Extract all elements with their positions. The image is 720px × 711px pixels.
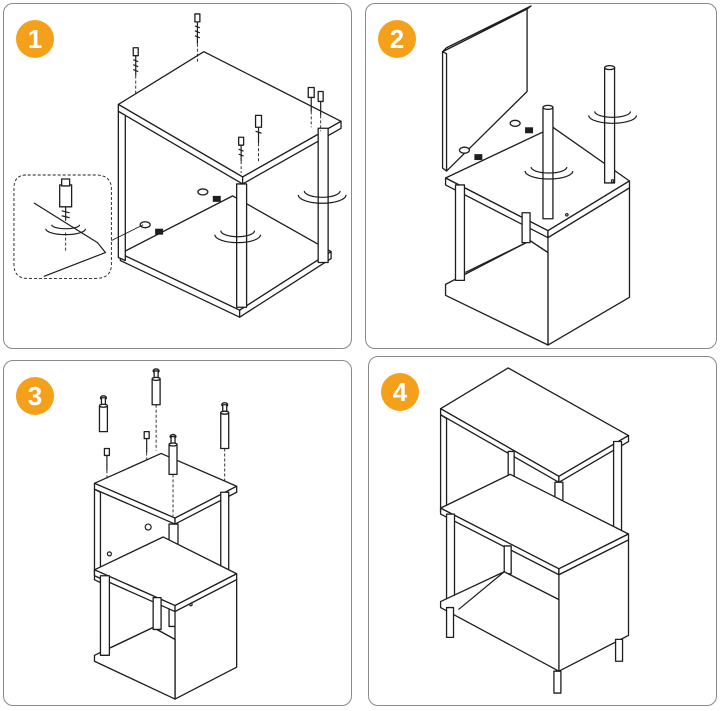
pillar: [508, 451, 514, 476]
detail-bolt: [60, 185, 72, 207]
top-board: [441, 368, 629, 476]
step-4-illustration: [369, 357, 716, 705]
post: [605, 68, 615, 183]
step-3-badge: 3: [16, 377, 54, 415]
step-4-panel: 4: [368, 356, 717, 706]
ring-clip: [298, 195, 346, 203]
detail-callout: [14, 175, 111, 278]
screw: [144, 432, 149, 461]
screw: [256, 115, 262, 163]
top-board: [118, 52, 341, 177]
screw: [239, 137, 244, 173]
step-2-badge: 2: [378, 20, 416, 58]
pillar: [455, 185, 464, 280]
pillar: [614, 442, 622, 536]
pillar: [237, 184, 247, 307]
pillar: [100, 576, 109, 656]
pillar: [221, 492, 229, 577]
bottom-board: [441, 572, 559, 671]
screw: [195, 14, 200, 62]
leg: [616, 639, 623, 661]
post: [543, 107, 553, 218]
step-3-panel: 3: [3, 360, 352, 706]
step-1-illustration: [4, 4, 351, 348]
pillar: [504, 546, 511, 574]
step-4-badge: 4: [381, 373, 419, 411]
step-1-badge: 1: [16, 20, 54, 58]
step-3-illustration: [4, 361, 351, 705]
screw: [104, 448, 109, 480]
bottom-board: [120, 196, 331, 310]
cam-lock: [140, 222, 164, 235]
cam-lock: [459, 147, 483, 161]
pillar: [318, 128, 328, 262]
ring-clip: [525, 171, 573, 179]
screw: [133, 48, 138, 96]
leg: [554, 671, 561, 693]
post-cap: [169, 435, 177, 517]
screw: [318, 91, 323, 131]
post-cap: [99, 396, 107, 432]
cam-lock: [198, 189, 221, 202]
pillar: [522, 213, 530, 243]
pillar: [153, 598, 161, 630]
post-cap: [152, 369, 160, 451]
step-2-illustration: [366, 4, 716, 348]
side-panel: [118, 111, 125, 260]
side-panel: [441, 415, 447, 516]
ring-clip: [589, 115, 637, 123]
post-cap: [221, 403, 229, 483]
step-1-panel: 1: [3, 3, 352, 349]
top-board: [94, 453, 236, 518]
ring-clip: [215, 235, 261, 243]
screw: [308, 88, 314, 128]
cam-lock: [510, 120, 534, 134]
pillar: [447, 514, 455, 603]
step-2-panel: 2: [365, 3, 717, 349]
leg: [447, 608, 454, 638]
